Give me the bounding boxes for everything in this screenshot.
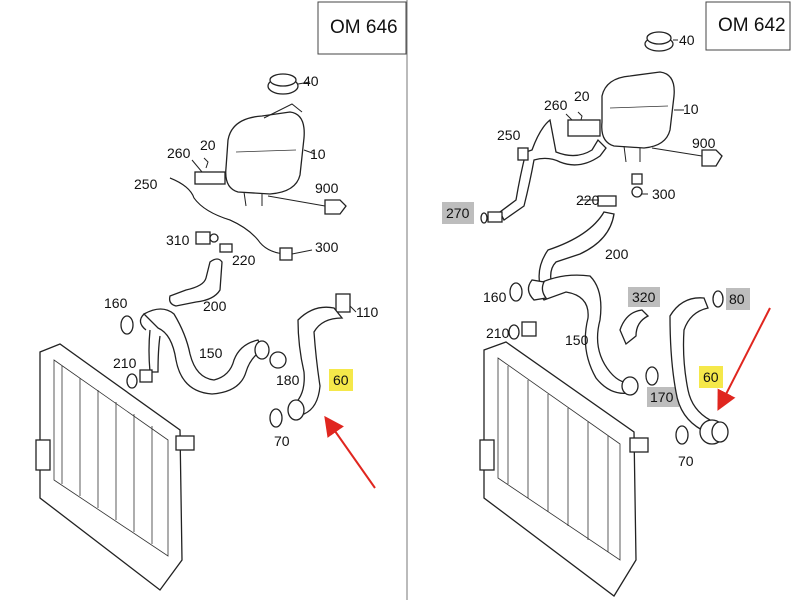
panel-om642: OM 642 40 10 260 20 250 — [442, 1, 791, 597]
label-260: 260 — [167, 145, 191, 161]
label-60-r-highlight: 60 — [699, 366, 723, 388]
label-210: 210 — [113, 355, 137, 371]
label-150-r: 150 — [565, 332, 589, 348]
hose-250-r[interactable] — [499, 118, 607, 221]
clamp-220[interactable] — [219, 243, 233, 253]
om642-title: OM 642 — [718, 15, 786, 36]
label-320: 320 — [632, 289, 656, 305]
label-160-r: 160 — [483, 289, 507, 305]
label-10: 10 — [310, 146, 326, 162]
label-20-r: 20 — [574, 88, 590, 104]
label-70: 70 — [274, 433, 290, 449]
om646-title: OM 646 — [330, 17, 398, 38]
label-320-highlight: 320 — [628, 287, 660, 307]
cap-40-r[interactable] — [644, 31, 678, 52]
pointer-arrow-right — [717, 307, 771, 411]
label-170-highlight: 170 — [647, 387, 679, 407]
label-60-highlight: 60 — [329, 369, 353, 391]
label-20: 20 — [200, 137, 216, 153]
hose-60[interactable] — [287, 306, 344, 421]
label-170: 170 — [650, 389, 674, 405]
label-300-r: 300 — [652, 186, 676, 202]
clamp-180[interactable] — [254, 340, 287, 369]
label-250: 250 — [134, 176, 158, 192]
ring-70-r[interactable] — [675, 425, 689, 445]
label-210-r: 210 — [486, 325, 510, 341]
ring-160-r[interactable] — [509, 282, 523, 302]
plug-300[interactable] — [279, 247, 313, 261]
clamp-110[interactable] — [335, 293, 357, 313]
sensor-900-r[interactable] — [651, 147, 723, 167]
label-900-r: 900 — [692, 135, 716, 151]
ring-170[interactable] — [645, 366, 659, 386]
label-220-r: 220 — [576, 192, 600, 208]
label-80: 80 — [729, 291, 745, 307]
label-220: 220 — [232, 252, 256, 268]
label-310: 310 — [166, 232, 190, 248]
label-110: 110 — [356, 304, 379, 320]
label-200: 200 — [203, 298, 227, 314]
ring-210[interactable] — [126, 369, 153, 389]
label-270-highlight: 270 — [442, 202, 474, 224]
label-160: 160 — [104, 295, 128, 311]
label-300: 300 — [315, 239, 339, 255]
fitting-310[interactable] — [195, 231, 219, 245]
cap-40[interactable] — [267, 73, 311, 95]
label-270: 270 — [446, 205, 470, 221]
hose-60-r[interactable] — [669, 297, 729, 445]
expansion-tank-10-r[interactable] — [601, 71, 675, 163]
label-70-r: 70 — [678, 453, 694, 469]
ring-80[interactable] — [712, 290, 724, 308]
ring-70[interactable] — [269, 408, 283, 428]
label-40-r: 40 — [679, 32, 695, 48]
label-60: 60 — [333, 372, 349, 388]
clamp-220-r[interactable] — [580, 195, 617, 207]
radiator-right[interactable] — [479, 341, 649, 597]
hose-200[interactable] — [168, 258, 223, 307]
ring-270[interactable] — [480, 211, 503, 224]
plug-300-r[interactable] — [631, 173, 648, 198]
hose-250[interactable] — [169, 171, 285, 255]
label-900: 900 — [315, 180, 339, 196]
pointer-arrow-left — [324, 415, 376, 489]
hose-150[interactable] — [139, 308, 263, 395]
label-260-r: 260 — [544, 97, 568, 113]
ring-210-r[interactable] — [508, 321, 537, 340]
bracket-320[interactable] — [619, 309, 650, 346]
radiator-left[interactable] — [35, 343, 195, 591]
om646-title-box: OM 646 — [317, 1, 407, 55]
sensor-900[interactable] — [267, 195, 347, 215]
hose-150-r[interactable] — [527, 274, 639, 396]
panel-om646: OM 646 40 10 20 260 — [35, 1, 407, 591]
label-40: 40 — [303, 73, 319, 89]
clip-20[interactable] — [203, 157, 209, 169]
label-180: 180 — [276, 372, 300, 388]
label-150: 150 — [199, 345, 223, 361]
label-80-highlight: 80 — [726, 288, 750, 310]
ring-160[interactable] — [120, 315, 134, 335]
expansion-tank-10[interactable] — [225, 103, 305, 207]
label-60-r: 60 — [703, 369, 719, 385]
label-10-r: 10 — [683, 101, 699, 117]
om642-title-box: OM 642 — [705, 1, 791, 51]
label-200-r: 200 — [605, 246, 629, 262]
label-250-r: 250 — [497, 127, 521, 143]
